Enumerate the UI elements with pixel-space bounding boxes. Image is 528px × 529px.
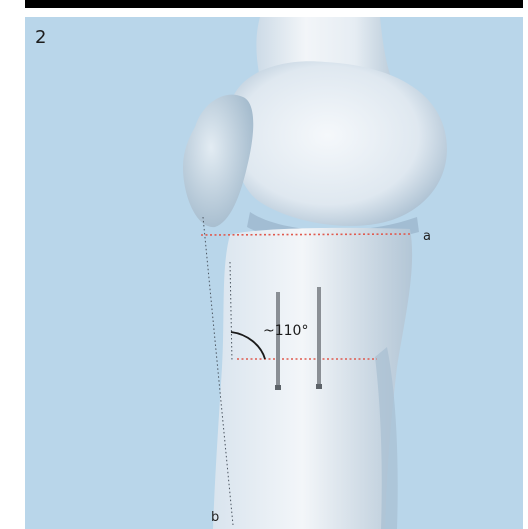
- line-b-label: b: [211, 510, 219, 525]
- top-rule: [25, 0, 523, 8]
- line-a-label: a: [423, 229, 431, 244]
- step-number: 2: [35, 27, 46, 48]
- illustration-panel: 2 a b ~110°: [25, 17, 523, 529]
- angle-label: ~110°: [263, 323, 308, 339]
- knee-illustration: [25, 17, 523, 529]
